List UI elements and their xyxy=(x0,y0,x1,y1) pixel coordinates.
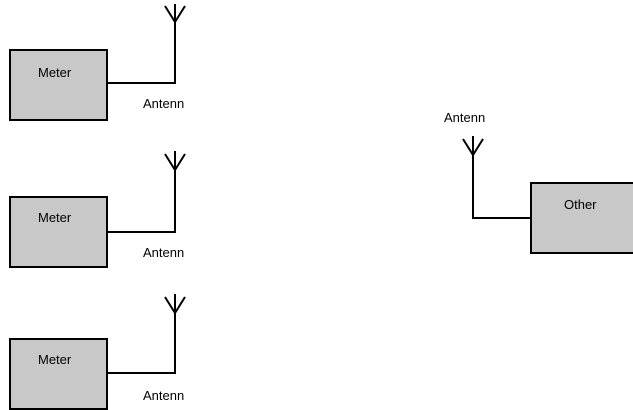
other-antenna-cable xyxy=(472,155,531,219)
meter-box-2 xyxy=(9,196,108,268)
other-label: Other xyxy=(564,197,597,212)
other-antenna-icon xyxy=(462,136,484,156)
meter-unit-1: Meter Antenn xyxy=(9,4,186,121)
meter-box-1 xyxy=(9,49,108,121)
other-box xyxy=(530,182,633,254)
antenna-icon-3 xyxy=(164,294,186,314)
antenna-icon-2 xyxy=(164,151,186,171)
other-unit: Other Antenn xyxy=(444,110,633,254)
antenna-cable-3 xyxy=(107,313,176,374)
antenna-cable-1 xyxy=(107,22,176,84)
meter-label-1: Meter xyxy=(38,65,72,80)
meter-label-3: Meter xyxy=(38,352,72,367)
meter-label-2: Meter xyxy=(38,210,72,225)
antenna-label-1: Antenn xyxy=(143,96,184,111)
meter-box-3 xyxy=(9,338,108,410)
other-antenna-label: Antenn xyxy=(444,110,485,125)
antenna-label-2: Antenn xyxy=(143,245,184,260)
antenna-label-3: Antenn xyxy=(143,388,184,403)
antenna-cable-2 xyxy=(107,170,176,233)
meter-unit-2: Meter Antenn xyxy=(9,151,186,268)
meter-unit-3: Meter Antenn xyxy=(9,294,186,410)
antenna-icon-1 xyxy=(164,4,186,23)
